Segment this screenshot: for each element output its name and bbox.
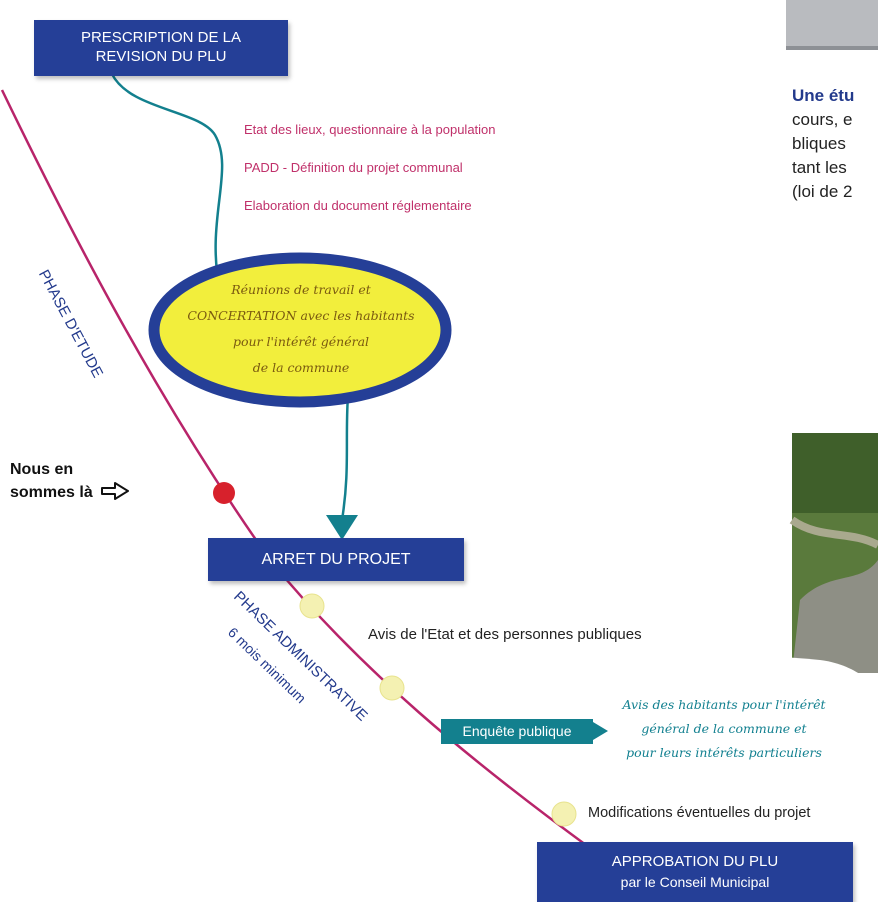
approbation-line-1: APPROBATION DU PLU bbox=[611, 853, 779, 870]
teal-connector-top bbox=[110, 73, 224, 291]
arrow-head-arret bbox=[326, 515, 358, 540]
side-text-line-3: bliques bbox=[792, 134, 846, 153]
avis-habitants-text: Avis des habitants pour l'intérêt généra… bbox=[604, 693, 844, 765]
step-elaboration: Elaboration du document réglementaire bbox=[244, 198, 472, 213]
avis-habitants-line-2: général de la commune et bbox=[641, 721, 807, 736]
prescription-line-1: PRESCRIPTION DE LA bbox=[80, 29, 242, 46]
current-position-marker bbox=[213, 482, 235, 504]
enquete-button: Enquête publique bbox=[441, 719, 593, 744]
photo-top-right bbox=[786, 0, 878, 50]
step-padd: PADD - Définition du projet communal bbox=[244, 160, 463, 175]
node-avis-etat bbox=[299, 593, 325, 619]
side-text-line-2: cours, e bbox=[792, 110, 853, 129]
modifications-text: Modifications éventuelles du projet bbox=[588, 805, 811, 821]
enquete-arrow bbox=[593, 722, 608, 740]
avis-habitants-line-3: pour leurs intérêts particuliers bbox=[626, 745, 822, 760]
prescription-box: PRESCRIPTION DE LA REVISION DU PLU bbox=[34, 20, 288, 76]
side-text-line-5: (loi de 2 bbox=[792, 182, 853, 201]
arret-box: ARRET DU PROJET bbox=[208, 538, 464, 581]
ellipse-line-1: Réunions de travail et bbox=[231, 282, 371, 297]
avis-etat-text: Avis de l'Etat et des personnes publique… bbox=[368, 626, 642, 643]
marker-line-2: sommes là bbox=[10, 481, 131, 504]
side-text-line-1: Une étu bbox=[792, 86, 855, 105]
node-enquete bbox=[379, 675, 405, 701]
habitants-bubble bbox=[600, 656, 878, 790]
ellipse-line-2: CONCERTATION avec les habitants bbox=[187, 308, 415, 323]
ellipse-line-4: de la commune bbox=[252, 360, 350, 375]
marker-line-1: Nous en bbox=[10, 461, 74, 478]
pointing-arrow-icon bbox=[101, 482, 130, 500]
concertation-ellipse bbox=[148, 252, 452, 408]
teal-connector-bottom bbox=[340, 394, 350, 521]
step-etat-des-lieux: Etat des lieux, questionnaire à la popul… bbox=[244, 122, 496, 137]
approbation-box: APPROBATION DU PLU par le Conseil Munici… bbox=[537, 842, 853, 902]
ellipse-line-3: pour l'intérêt général bbox=[232, 334, 370, 349]
marker-label: Nous en sommes là bbox=[10, 458, 131, 504]
avis-habitants-line-1: Avis des habitants pour l'intérêt bbox=[622, 697, 826, 712]
node-modifications bbox=[551, 801, 577, 827]
concertation-text: Réunions de travail et CONCERTATION avec… bbox=[158, 277, 444, 381]
side-text-line-4: tant les bbox=[792, 158, 847, 177]
prescription-line-2: REVISION DU PLU bbox=[95, 48, 227, 65]
approbation-line-2: par le Conseil Municipal bbox=[620, 874, 770, 890]
